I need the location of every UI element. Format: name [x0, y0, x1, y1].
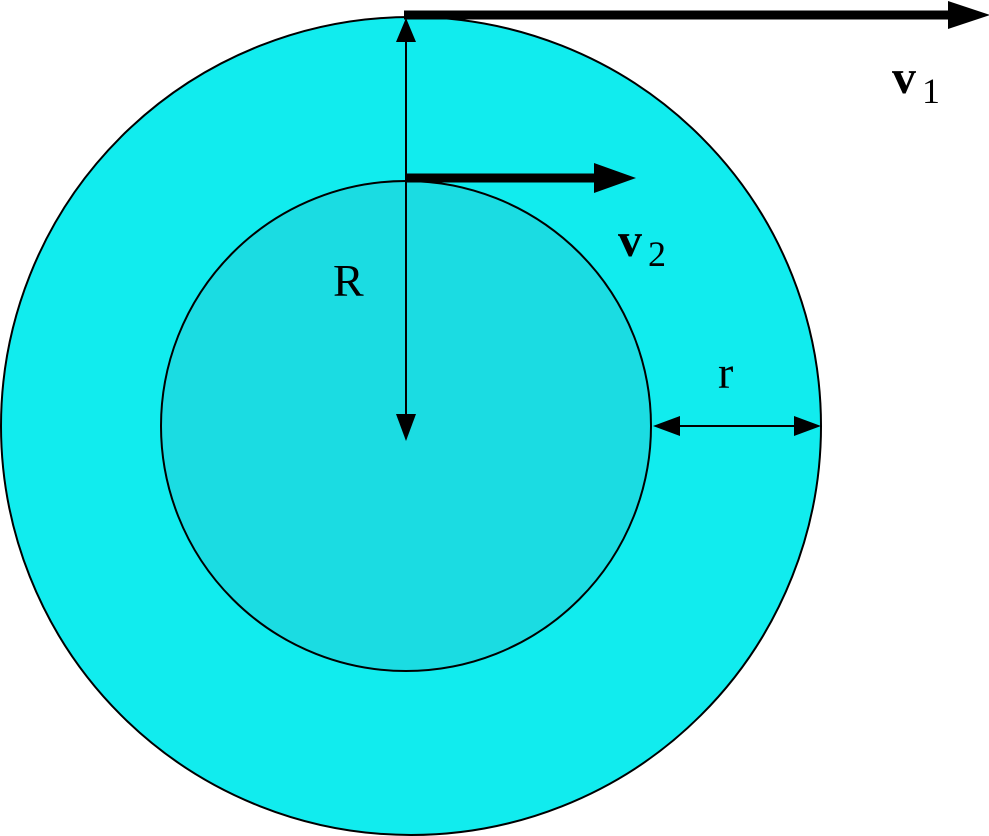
radius-R-dimension-arrow: [396, 18, 416, 441]
velocity-v2-arrow: [406, 163, 636, 193]
velocity-v1-arrow: [404, 1, 989, 29]
v1-label-main: v: [892, 51, 916, 104]
radius-R-label: R: [333, 255, 364, 306]
v2-label-subscript: 2: [648, 234, 666, 274]
v1-label-subscript: 1: [922, 71, 940, 111]
v2-label-main: v: [618, 214, 642, 267]
width-r-label: r: [718, 347, 733, 398]
width-r-dimension-arrow: [653, 416, 821, 436]
